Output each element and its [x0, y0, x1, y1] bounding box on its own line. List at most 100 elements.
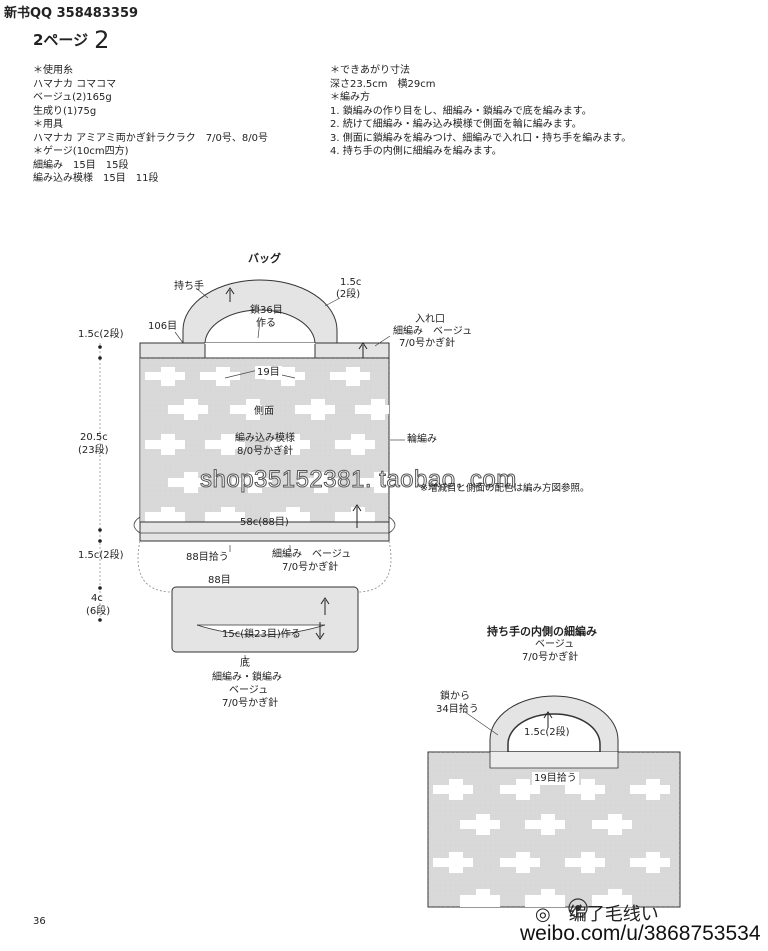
- bag-title: バッグ: [248, 252, 281, 265]
- materials-block: ＊使用糸 ハマナカ コマコマ ベージュ(2)165g 生成り(1)75g ＊用具…: [33, 64, 268, 186]
- base-hook: 7/0号かぎ針: [222, 698, 279, 709]
- opening-stitch: 細編み ベージュ: [393, 326, 473, 337]
- motif: [270, 507, 310, 522]
- height-rows: (23段): [78, 445, 109, 456]
- motif-group: [145, 367, 389, 522]
- motif: [145, 434, 185, 455]
- handle-label: 持ち手: [174, 281, 204, 292]
- stitches-106-label: 106目: [148, 321, 178, 332]
- inner-motif: [525, 889, 565, 907]
- handle-width-label: 1.5c: [340, 277, 362, 288]
- motif: [298, 472, 338, 493]
- motif: [168, 399, 208, 420]
- width-58-label: 58c(88目): [240, 517, 289, 528]
- qq-header: 新书QQ 358483359: [4, 6, 139, 21]
- method-step-4: 4. 持ち手の内側に細編みを編みます。: [330, 146, 502, 157]
- weibo-logo: [568, 898, 588, 918]
- yarn-ecru: 生成り(1)75g: [33, 105, 97, 117]
- base-height-dim: 4c: [91, 593, 103, 604]
- bag-diagram: [98, 279, 405, 662]
- round-label: 輪編み: [407, 434, 437, 445]
- inner-motif: [565, 852, 605, 873]
- inner-motif-group: [433, 779, 670, 907]
- chain-36-label: 鎖36目: [250, 305, 283, 316]
- top-band-dim: 1.5c(2段): [78, 329, 124, 340]
- inner-handle-diagram: [427, 695, 681, 908]
- method-heading: ＊編み方: [330, 92, 370, 103]
- size-text: 深さ23.5cm 横29cm: [330, 78, 436, 90]
- opening-label: 入れ口: [415, 314, 445, 325]
- from-chain-count: 34目拾う: [436, 704, 479, 715]
- inner-motif: [592, 814, 632, 835]
- page-heading: 2ページ 2: [33, 26, 109, 54]
- motif: [330, 367, 370, 386]
- inner-motif: [500, 852, 540, 873]
- bottom-band: [139, 521, 390, 542]
- inner-motif: [592, 889, 632, 907]
- stitches-88-label: 88目: [208, 575, 231, 586]
- side-label: 側面: [254, 406, 274, 417]
- inner-motif: [460, 814, 500, 835]
- shop-watermark: shop35152381. taobao. com: [200, 466, 517, 494]
- motif: [265, 367, 305, 386]
- motif: [335, 434, 375, 455]
- inner-motif: [525, 814, 565, 835]
- weibo-url: weibo.com/u/3868753534: [520, 922, 761, 945]
- inner-motif: [630, 852, 670, 873]
- method-step-1: 1. 鎖編みの作り目をし、細編み・鎖編みで底を編みます。: [330, 105, 592, 117]
- yarn-name: ハマナカ コマコマ: [33, 78, 117, 90]
- from-chain-label: 鎖から: [440, 691, 470, 702]
- bottom-band-dim: 1.5c(2段): [78, 550, 124, 561]
- pick-19-label: 19目拾う: [532, 772, 579, 785]
- motif: [295, 399, 335, 420]
- inner-hook: 7/0号かぎ針: [522, 652, 579, 663]
- weibo-name: ◎ 编了毛线い: [535, 904, 659, 925]
- gauge-pattern: 編み込み模様 15目 11段: [33, 173, 159, 184]
- motif: [335, 507, 375, 522]
- motif: [145, 507, 185, 522]
- inner-motif: [630, 779, 670, 800]
- sc-label: 細編み ベージュ: [272, 549, 352, 560]
- tools-heading: ＊用具: [33, 119, 63, 130]
- motif: [145, 367, 185, 386]
- inner-color: ベージュ: [535, 639, 575, 650]
- motif: [232, 472, 272, 493]
- motif: [200, 367, 240, 386]
- gauge-sc: 細編み 15目 15段: [33, 159, 129, 171]
- motif: [358, 472, 389, 493]
- pattern-hook: 8/0号かぎ針: [237, 446, 294, 457]
- tools-text: ハマナカ アミアミ両かぎ針ラクラク 7/0号、8/0号: [33, 132, 268, 144]
- base-label: 底: [240, 658, 250, 669]
- inner-width-label: 1.5c(2段): [524, 727, 570, 738]
- page-heading-number: 2: [94, 26, 110, 54]
- motif: [205, 434, 245, 455]
- inner-motif: [460, 889, 500, 907]
- page-label: 2ページ: [33, 31, 89, 49]
- motif: [205, 507, 245, 522]
- motif: [355, 399, 389, 420]
- pick-88-label: 88目拾う: [186, 552, 229, 563]
- chain-36-make: 作る: [256, 318, 276, 329]
- motif: [270, 434, 310, 455]
- sc-hook: 7/0号かぎ針: [282, 562, 339, 573]
- motif: [230, 399, 270, 420]
- base-chain-label: 15c(鎖23目)作る: [222, 629, 301, 640]
- method-step-3: 3. 側面に鎖編みを編みつけ、細編みで入れ口・持ち手を編みます。: [330, 132, 632, 144]
- page-number: 36: [33, 916, 46, 927]
- inner-motif: [433, 852, 473, 873]
- base-color: ベージュ: [229, 685, 269, 696]
- height-dim: 20.5c: [80, 432, 108, 443]
- opening-hook: 7/0号かぎ針: [399, 338, 456, 349]
- size-heading: ＊できあがり寸法: [330, 65, 410, 76]
- base-height-rows: (6段): [86, 606, 111, 617]
- motif: [168, 472, 208, 493]
- note-label: ※増減目と側面の配色は編み方図参照。: [420, 483, 590, 494]
- pattern-label: 編み込み模様: [235, 433, 295, 444]
- gauge-heading: ＊ゲージ(10cm四方): [33, 146, 129, 157]
- yarn-heading: ＊使用糸: [33, 65, 73, 76]
- inner-motif: [433, 779, 473, 800]
- inner-motif: [500, 779, 540, 800]
- inner-motif: [565, 779, 605, 800]
- base-stitch: 細編み・鎖編み: [212, 672, 282, 683]
